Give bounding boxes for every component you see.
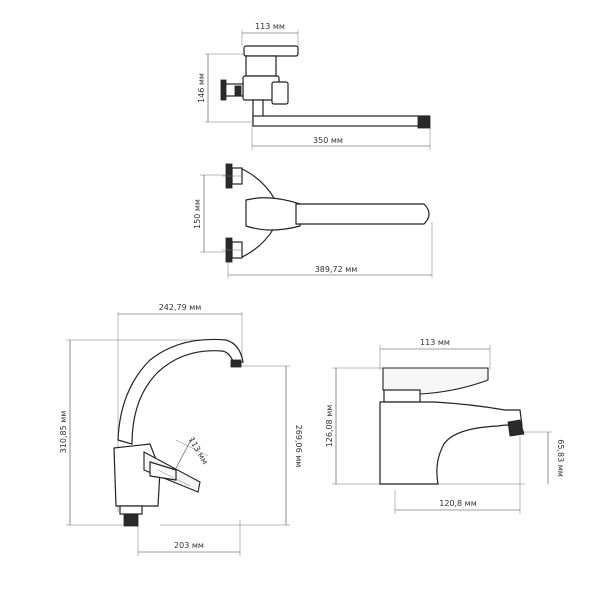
aerator bbox=[507, 419, 525, 437]
mounting-stud bbox=[123, 513, 139, 527]
wall-flange bbox=[220, 79, 227, 101]
dim-label: 126,08 мм bbox=[325, 405, 334, 448]
mixer-body bbox=[379, 401, 523, 485]
dim-label: 113 мм bbox=[255, 22, 285, 31]
dim-label: 389,72 мм bbox=[315, 265, 358, 274]
dim-label: 65,83 мм bbox=[556, 439, 565, 477]
dim-label: 242,79 мм bbox=[159, 303, 202, 312]
dim-line bbox=[175, 437, 193, 469]
cartridge-cap bbox=[383, 389, 421, 403]
view2-wall-mixer-top: 150 мм 389,72 мм bbox=[193, 163, 433, 278]
cartridge-cap bbox=[245, 55, 277, 77]
view3-sink-mixer: 242,79 мм 310,85 мм 269,06 мм 113 мм 203… bbox=[59, 303, 303, 556]
dim-label: 350 мм bbox=[313, 136, 343, 145]
lever-top bbox=[245, 197, 301, 231]
diverter-knob bbox=[271, 81, 289, 105]
swan-spout bbox=[117, 338, 244, 445]
dim-label: 113 мм bbox=[420, 338, 450, 347]
nut bbox=[234, 85, 242, 97]
dim-label: 150 мм bbox=[193, 199, 202, 229]
dim-label: 269,06 мм bbox=[294, 425, 303, 468]
lever-handle bbox=[243, 45, 299, 57]
base-nut bbox=[119, 505, 143, 515]
dim-label: 203 мм bbox=[174, 541, 204, 550]
view4-basin-mixer: 113 мм 126,08 мм 65,83 мм 120,8 мм bbox=[325, 338, 565, 514]
spout-arm bbox=[252, 115, 430, 127]
spout-top bbox=[295, 203, 430, 225]
aerator bbox=[417, 115, 431, 129]
aerator bbox=[230, 359, 242, 368]
dim-label: 120,8 мм bbox=[439, 499, 477, 508]
dim-label: 146 мм bbox=[197, 73, 206, 103]
view1-wall-mixer-side: 113 мм 146 мм 350 мм bbox=[197, 22, 431, 150]
dim-label: 310,85 мм bbox=[59, 411, 68, 454]
dim-label: 113 мм bbox=[187, 436, 210, 466]
